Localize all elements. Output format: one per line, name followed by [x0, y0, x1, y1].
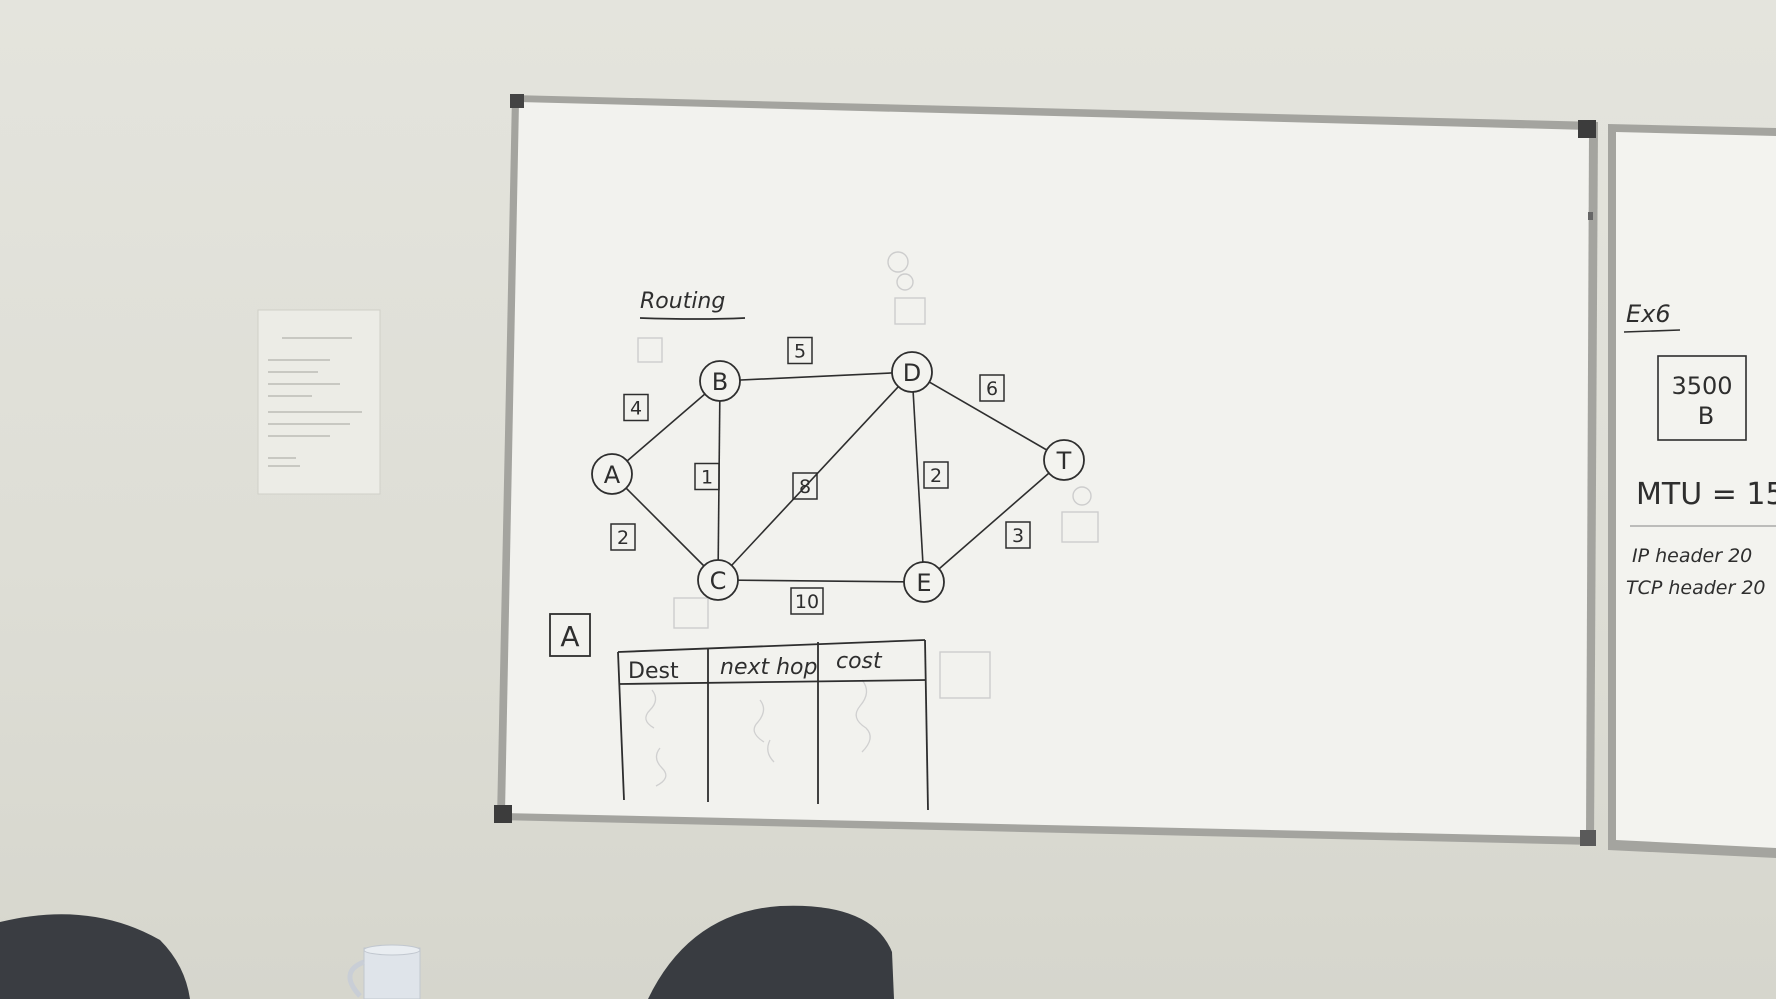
node-label-E: E	[916, 569, 931, 597]
side-title-underline	[1623, 329, 1681, 333]
table-header-dest: Dest	[628, 659, 679, 684]
edge-weight-box-E-T	[1005, 521, 1031, 549]
table-node-label: A	[560, 620, 579, 653]
edge-weight-box-C-E	[790, 587, 824, 615]
edge-weight-box-B-D	[787, 336, 813, 365]
mug	[347, 944, 421, 999]
mtu-label: MTU = 15	[1636, 477, 1776, 512]
edge-C-D	[717, 371, 913, 581]
side-title: Ex6	[1626, 300, 1671, 328]
graph-nodes: A B C D E T	[591, 351, 1085, 603]
edge-weight-A-C: 2	[617, 527, 629, 549]
node-label-D: D	[903, 359, 921, 387]
edge-weight-box-C-D	[792, 472, 818, 500]
node-B	[699, 360, 741, 402]
node-label-A: A	[604, 461, 621, 489]
graph-edges: 4 2 1 5 8 10 2 6 3	[610, 336, 1065, 615]
edge-E-T	[923, 459, 1065, 583]
edge-C-E	[717, 579, 925, 583]
edge-D-T	[911, 371, 1065, 461]
table-header-next-hop: next hop	[720, 655, 818, 680]
node-label-B: B	[712, 368, 728, 396]
edge-weight-C-E: 10	[795, 591, 819, 613]
edge-weight-box-D-T	[979, 374, 1005, 402]
wall-notice-paper	[257, 309, 381, 495]
edge-weight-D-T: 6	[986, 378, 998, 400]
node-label-T: T	[1056, 447, 1072, 475]
side-box-value: 3500	[1671, 372, 1732, 400]
edge-weight-D-E: 2	[930, 465, 942, 487]
routing-title: Routing	[640, 289, 725, 314]
ip-header-label: IP header 20	[1632, 545, 1752, 567]
edge-weight-E-T: 3	[1012, 525, 1024, 547]
edge-weight-C-D: 8	[799, 476, 811, 498]
table-header-cost: cost	[836, 649, 883, 674]
node-D	[891, 351, 933, 393]
node-C	[697, 559, 739, 601]
routing-title-underline	[639, 317, 746, 320]
edge-D-E	[911, 371, 925, 583]
edge-weight-A-B: 4	[630, 398, 642, 420]
edge-weight-box-B-C	[694, 462, 720, 491]
chair-left	[0, 914, 190, 999]
erased-table-marks	[645, 679, 871, 787]
node-label-C: C	[710, 567, 727, 595]
edge-weight-box-A-B	[623, 393, 649, 422]
edge-A-B	[611, 380, 721, 475]
routing-table: A Dest next hop cost	[549, 613, 929, 811]
table-node-box	[549, 613, 591, 657]
side-whiteboard	[1608, 124, 1776, 858]
edge-weight-box-A-C	[610, 523, 636, 551]
node-E	[903, 561, 945, 603]
edge-weight-box-D-E	[923, 461, 949, 489]
edge-weight-B-C: 1	[701, 467, 713, 489]
edge-B-D	[719, 371, 913, 382]
erased-marks	[637, 251, 1099, 699]
side-board-content: Ex6 3500 B MTU = 15 IP header 20 TCP hea…	[1623, 300, 1776, 599]
node-A	[591, 453, 633, 495]
side-box-unit: B	[1698, 402, 1714, 430]
edge-A-C	[611, 473, 719, 581]
tcp-header-label: TCP header 20	[1626, 577, 1766, 599]
node-T	[1043, 439, 1085, 481]
side-box	[1657, 355, 1747, 441]
chair-right	[648, 905, 894, 999]
edge-weight-B-D: 5	[794, 341, 806, 363]
